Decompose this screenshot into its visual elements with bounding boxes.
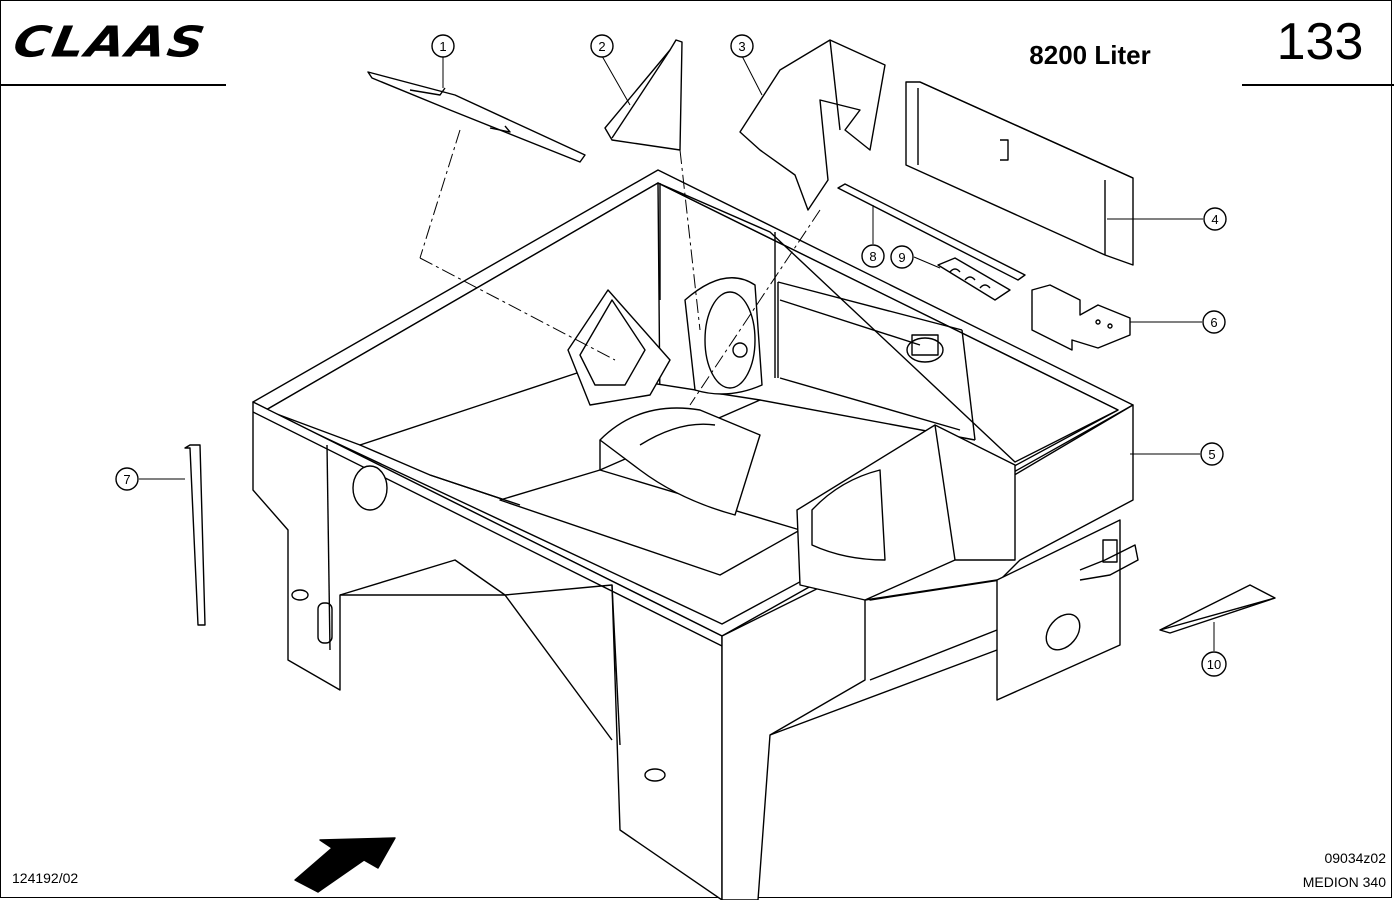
page-number: 133 xyxy=(1276,13,1364,71)
callout-5: 5 xyxy=(1200,442,1224,466)
part-4-side-panel xyxy=(905,81,1134,266)
part-8-rail xyxy=(837,183,1026,281)
callout-1-label: 1 xyxy=(439,39,446,54)
part-6-mount-block xyxy=(1031,284,1131,351)
callout-7-label: 7 xyxy=(123,472,130,487)
machine-model: MEDION 340 xyxy=(1302,874,1386,890)
callout-4-label: 4 xyxy=(1211,212,1218,227)
header-rule-left xyxy=(0,84,226,86)
tank-back-wall-right xyxy=(657,182,1119,463)
tank-capacity-label: 8200 Liter xyxy=(1029,40,1151,70)
part-3-bracket xyxy=(739,39,886,211)
discharge-fan-assembly xyxy=(567,277,944,516)
tank-right-lower-section xyxy=(996,519,1121,701)
part-7-edge-strip xyxy=(184,444,206,626)
header-rule-right xyxy=(1242,84,1394,86)
part-2-strip xyxy=(604,39,683,151)
callout-5-label: 5 xyxy=(1208,447,1215,462)
callout-9-label: 9 xyxy=(898,250,905,265)
figure-code: 09034z02 xyxy=(1324,850,1386,866)
callout-1: 1 xyxy=(431,34,455,58)
callout-4: 4 xyxy=(1203,207,1227,231)
callout-8-label: 8 xyxy=(869,249,876,264)
callout-3: 3 xyxy=(730,34,754,58)
callout-10-label: 10 xyxy=(1207,657,1221,672)
callout-7: 7 xyxy=(115,467,139,491)
callout-6-label: 6 xyxy=(1210,315,1217,330)
part-10-gusset xyxy=(1159,584,1276,634)
callout-3-label: 3 xyxy=(738,39,745,54)
drawing-number: 124192/02 xyxy=(12,870,79,886)
tank-front-wall-left xyxy=(252,401,723,900)
direction-arrow-icon xyxy=(294,837,396,893)
part-9-plate xyxy=(937,257,1011,301)
callout-2-label: 2 xyxy=(598,39,605,54)
assembly-guide-lines xyxy=(419,129,821,406)
callout-2: 2 xyxy=(590,34,614,58)
callout-leaders xyxy=(139,55,1215,651)
part-1-cover-plate xyxy=(367,71,586,163)
grain-tank-body xyxy=(252,169,1139,900)
callout-6: 6 xyxy=(1202,310,1226,334)
callout-9: 9 xyxy=(890,245,914,269)
callout-8: 8 xyxy=(861,244,885,268)
callout-10: 10 xyxy=(1201,651,1227,677)
